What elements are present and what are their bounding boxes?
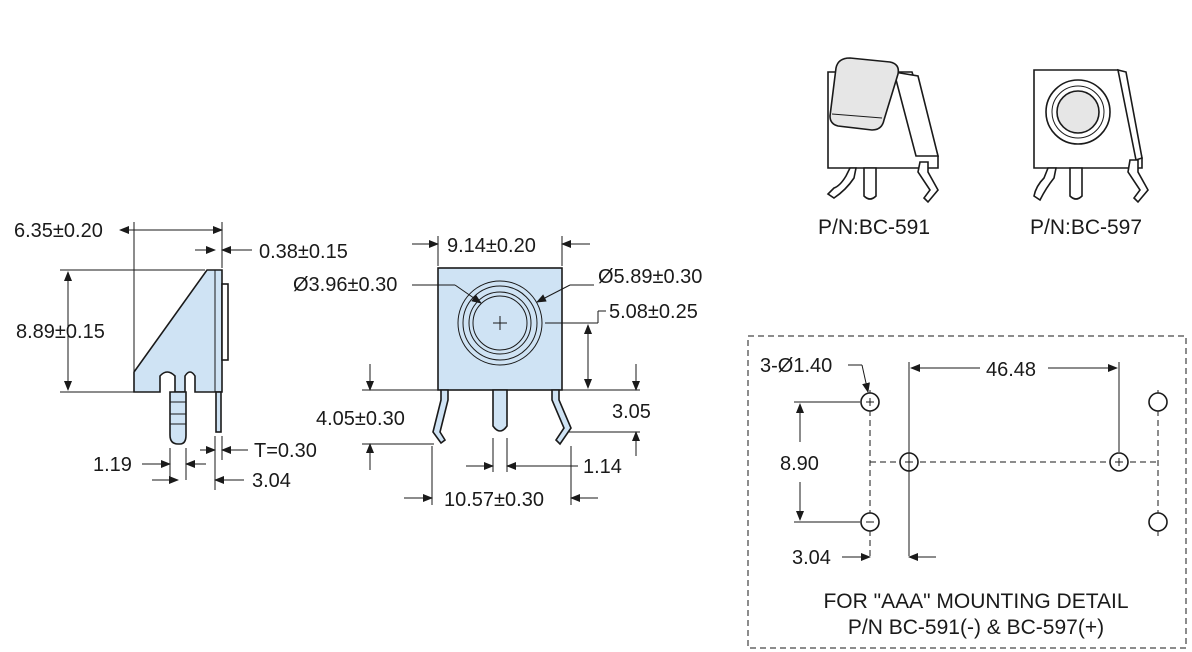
mounting-detail: 3-Ø1.40 46.48 8.90 3.04 FOR "AAA" MOUNTI… [747,335,1187,649]
mounting-hole [1148,392,1168,412]
product-bc-597: P/N:BC-597 [1030,68,1149,239]
side-view-tab [215,391,222,433]
front-width-label: 9.14±0.20 [447,235,536,257]
side-view-plate [221,283,229,361]
mounting-frame [747,335,1187,649]
inner-diameter-label: Ø3.96±0.30 [293,274,397,296]
mounting-caption-line2: P/N BC-591(-) & BC-597(+) [848,616,1104,639]
hole-diameter-label: 3-Ø1.40 [760,355,832,377]
side-pin-width-label: 1.19 [93,454,132,476]
tab-width-label: 1.14 [583,456,622,478]
pitch-label: 46.48 [986,359,1036,381]
spring-clip [829,57,900,131]
outer-diameter-label: Ø5.89±0.30 [598,266,702,288]
side-width-label: 6.35±0.20 [14,220,103,242]
side-height-label: 8.89±0.15 [16,321,105,343]
mounting-hole [1148,512,1168,532]
front-view: 9.14±0.20 Ø3.96±0.30 Ø5.89±0.30 5.08±0.2… [293,235,702,511]
side-thickness-label: T=0.30 [254,440,317,462]
side-view: 6.35±0.20 0.38±0.15 8.89±0.15 T=0.30 1.1… [14,220,348,492]
leg-offset-label: 3.05 [612,401,651,423]
side-pin-offset-label: 3.04 [252,470,291,492]
offset-label: 3.04 [792,547,831,569]
front-view-center-tab [492,389,508,432]
leg-length-label: 4.05±0.30 [316,408,405,430]
front-view-right-leg [551,389,572,446]
side-view-pin [169,391,187,445]
hole-spacing-label: 8.90 [780,453,819,475]
outer-ring [457,280,543,366]
side-view-body [133,269,223,393]
part-number-bc-591: P/N:BC-591 [818,216,930,239]
part-number-bc-597: P/N:BC-597 [1030,216,1142,239]
leg-span-label: 10.57±0.30 [444,489,544,511]
front-view-left-leg [432,389,449,445]
product-bc-591: P/N:BC-591 [818,57,940,239]
mounting-caption-line1: FOR "AAA" MOUNTING DETAIL [823,590,1128,613]
side-thickness-top-label: 0.38±0.15 [259,241,348,263]
inner-ring [472,295,528,351]
center-height-label: 5.08±0.25 [609,301,698,323]
